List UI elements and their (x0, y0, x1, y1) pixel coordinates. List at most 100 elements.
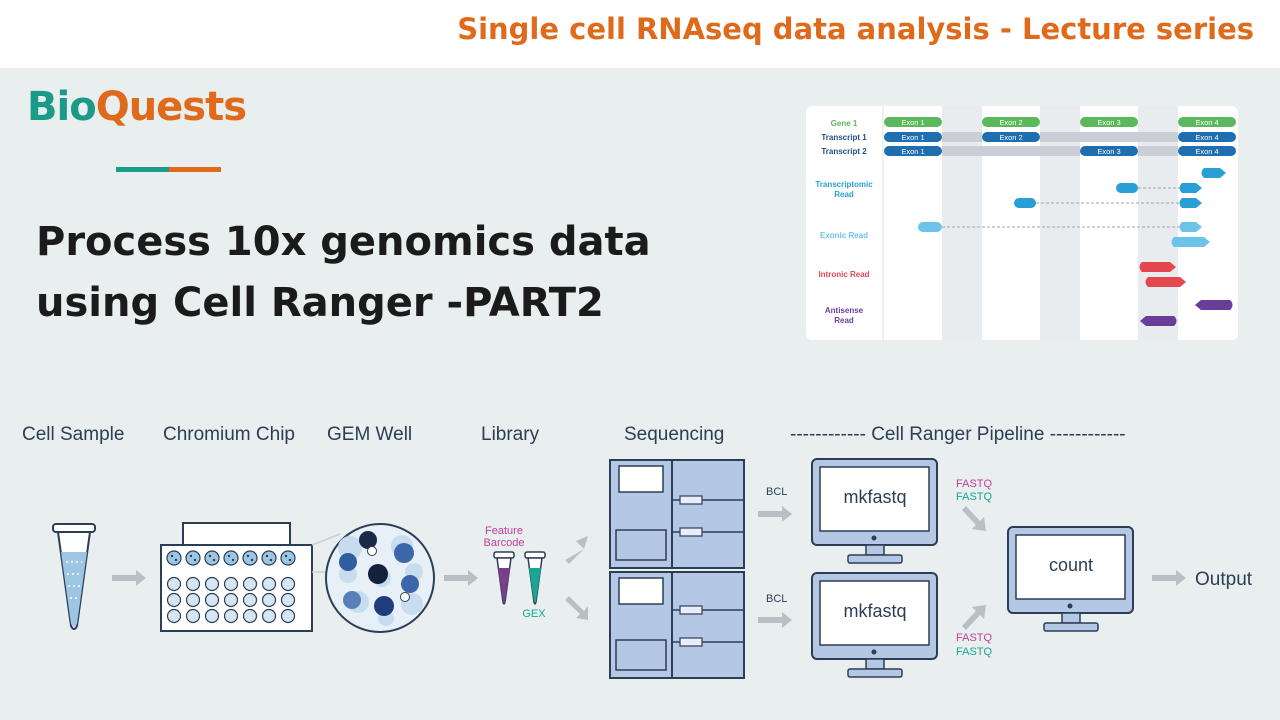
exon-label: Exon 4 (1195, 133, 1218, 142)
read-arrow (1179, 183, 1202, 193)
bioquests-logo: BioQuests (27, 84, 247, 130)
fastq-label-gex: FASTQ (956, 646, 993, 658)
exon-label: Exon 3 (1097, 118, 1120, 127)
read-label-transcriptomic-2: Read (834, 190, 854, 199)
gem-well-icon (311, 523, 435, 633)
cell-ranger-workflow: Cell Sample Chromium Chip GEM Well Libra… (22, 424, 1253, 679)
mkfastq-monitor-icon (811, 572, 938, 678)
logo-bio: Bio (27, 84, 97, 130)
arrow-icon (962, 506, 986, 531)
bcl-label: BCL (766, 593, 787, 605)
read-arrow (1140, 316, 1177, 326)
top-banner: Single cell RNAseq data analysis - Lectu… (0, 0, 1280, 68)
transcript-2: Exon 1 Exon 3 Exon 4 (884, 146, 1236, 156)
sequencer-icon (609, 459, 745, 569)
antisense-reads (1140, 300, 1233, 326)
stage-label-chromium-chip: Chromium Chip (163, 424, 295, 445)
logo-quests: Quests (95, 84, 247, 130)
read-label-exonic: Exonic Read (820, 231, 868, 240)
arrow-icon (1152, 570, 1186, 586)
exon-bar (1178, 132, 1236, 142)
intron-hatch (1040, 132, 1178, 142)
read-arrow (1171, 237, 1210, 247)
exon-label: Exon 3 (1097, 147, 1120, 156)
intronic-reads (1139, 262, 1186, 287)
accent-bar-orange (169, 167, 221, 172)
transcript-1: Exon 1 Exon 2 Exon 4 (884, 132, 1236, 142)
arrow-icon (112, 570, 146, 586)
fastq-label-gex: FASTQ (956, 491, 993, 503)
gex-label: GEX (522, 608, 546, 620)
stage-label-pipeline: ------------ Cell Ranger Pipeline ------… (790, 424, 1126, 445)
read-arrow (1201, 168, 1226, 178)
lecture-series-title: Single cell RNAseq data analysis - Lectu… (457, 12, 1254, 46)
arrow-icon (758, 612, 792, 628)
mkfastq-monitor-icon (811, 458, 938, 564)
stage-label-cell-sample: Cell Sample (22, 424, 124, 445)
row-label-transcript-1: Transcript 1 (821, 133, 867, 142)
slide-title: Process 10x genomics data using Cell Ran… (36, 212, 651, 334)
exon-bar (884, 132, 942, 142)
accent-bar-teal (116, 167, 169, 172)
exon-bar (1080, 146, 1138, 156)
arrow-icon (565, 536, 588, 564)
row-label-gene: Gene 1 (831, 119, 858, 128)
transcriptomic-reads (1014, 168, 1226, 208)
exon-bar (982, 117, 1040, 127)
intron-hatch (942, 132, 982, 142)
feature-barcode-tube-icon (493, 551, 515, 605)
read-label-antisense-2: Read (834, 316, 854, 325)
intron-band (1040, 106, 1080, 340)
output-label: Output (1195, 569, 1253, 590)
exon-label: Exon 1 (901, 118, 924, 127)
arrow-icon (962, 605, 986, 630)
exon-label: Exon 2 (999, 118, 1022, 127)
exon-label: Exon 4 (1195, 147, 1218, 156)
read-segment (918, 222, 942, 232)
slide-title-line-1: Process 10x genomics data (36, 219, 651, 265)
flow-arrows (112, 506, 1186, 630)
exon-label: Exon 4 (1195, 118, 1218, 127)
read-label-transcriptomic-1: Transcriptomic (815, 180, 873, 189)
slide-title-line-2: using Cell Ranger -PART2 (36, 280, 604, 326)
stage-label-sequencing: Sequencing (624, 424, 724, 445)
fastq-label-feature: FASTQ (956, 478, 993, 490)
intron-band (942, 106, 982, 340)
read-arrow (1145, 277, 1186, 287)
count-label: count (1049, 555, 1093, 575)
exon-bar (1178, 117, 1236, 127)
bcl-label: BCL (766, 486, 787, 498)
read-arrow (1179, 222, 1202, 232)
exon-label: Exon 1 (901, 133, 924, 142)
feature-barcode-label-1: Feature (485, 525, 523, 537)
arrow-icon (758, 506, 792, 522)
read-arrow (1179, 198, 1202, 208)
gene-1-exons: Exon 1 Exon 2 Exon 3 Exon 4 (884, 117, 1236, 127)
intron-band (1138, 106, 1178, 340)
mkfastq-label: mkfastq (843, 601, 906, 621)
gex-tube-icon (524, 551, 546, 605)
stage-label-library: Library (481, 424, 540, 445)
exon-bar (884, 117, 942, 127)
sample-tube-icon (52, 523, 96, 630)
read-type-diagram: Gene 1 Transcript 1 Transcript 2 Exon 1 … (806, 106, 1238, 340)
stage-label-gem-well: GEM Well (327, 424, 412, 445)
read-segment (1116, 183, 1138, 193)
sequencer-icon (609, 571, 745, 679)
chromium-chip-icon (160, 522, 313, 632)
exon-bar (1080, 117, 1138, 127)
arrow-icon (565, 596, 588, 620)
read-label-intronic: Intronic Read (818, 270, 869, 279)
read-arrow (1195, 300, 1233, 310)
row-label-transcript-2: Transcript 2 (821, 147, 867, 156)
feature-barcode-label-2: Barcode (484, 537, 525, 549)
read-diagram-panel (806, 106, 1238, 340)
intron-hatch (1138, 146, 1178, 156)
fastq-label-feature: FASTQ (956, 632, 993, 644)
exon-label: Exon 2 (999, 133, 1022, 142)
exon-bar (982, 132, 1040, 142)
exon-bar (1178, 146, 1236, 156)
mkfastq-label: mkfastq (843, 487, 906, 507)
read-label-antisense-1: Antisense (825, 306, 864, 315)
count-monitor-icon (1007, 526, 1134, 632)
